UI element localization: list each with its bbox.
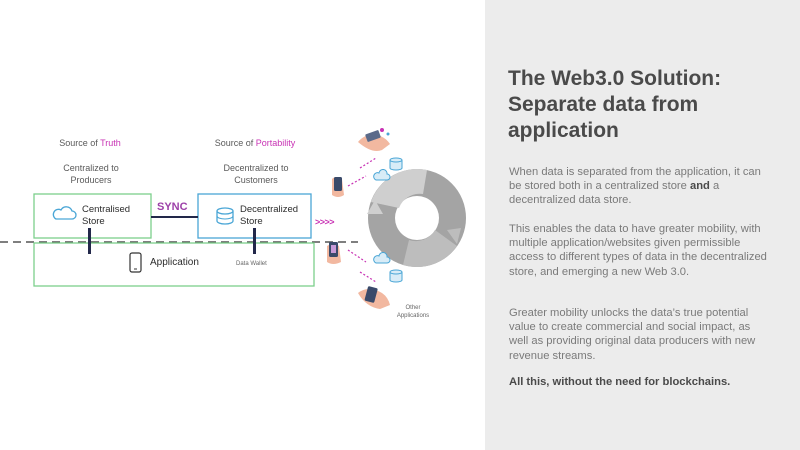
data-wallet-label: Data Wallet xyxy=(236,261,267,267)
portability-subtitle: Decentralized to Customers xyxy=(223,163,289,185)
decentral-connector xyxy=(253,228,256,254)
hand-phone-icon xyxy=(327,242,341,264)
centralised-store-label: Centralised Store xyxy=(82,204,131,227)
portability-highlight: Portability xyxy=(255,138,296,148)
other-applications-label: Other Applications xyxy=(396,305,430,319)
truth-prefix: Source of xyxy=(59,138,101,148)
cloud-icon xyxy=(373,169,391,181)
portability-prefix: Source of xyxy=(214,138,256,148)
database-icon xyxy=(216,207,234,225)
cloud-icon xyxy=(52,206,77,220)
phone-icon xyxy=(129,252,142,273)
paragraph-4: All this, without the need for blockchai… xyxy=(509,376,731,388)
dotted-arrows xyxy=(347,157,377,283)
truth-subtitle: Centralized to Producers xyxy=(63,163,119,185)
paragraph-1-text: When data is separated from the applicat… xyxy=(509,166,761,193)
truth-heading: Source of Truth xyxy=(40,138,140,148)
truth-highlight: Truth xyxy=(100,138,121,148)
database-icon xyxy=(389,269,403,283)
paragraph-1: When data is separated from the applicat… xyxy=(509,165,769,208)
decentralized-store-label: Decentralized Store xyxy=(240,204,299,227)
paragraph-1-bold: and xyxy=(689,180,710,193)
paragraph-1-text-end: a decentralized data store. xyxy=(509,180,720,207)
chevron-arrows-icon: >>>> xyxy=(315,217,335,227)
diagram-graphics xyxy=(0,128,466,309)
application-label: Application xyxy=(150,257,199,268)
cycle-arrows-icon xyxy=(367,169,466,267)
slide-title: The Web3.0 Solution: Separate data from … xyxy=(508,67,722,142)
cloud-icon xyxy=(373,252,391,264)
hand-phone-icon xyxy=(358,128,390,151)
right-panel xyxy=(485,0,800,450)
paragraph-2: This enables the data to have greater mo… xyxy=(509,223,767,278)
hand-phone-icon xyxy=(332,177,344,197)
central-connector xyxy=(88,228,91,254)
portability-heading: Source of Portability xyxy=(200,138,310,148)
hand-phone-icon xyxy=(358,286,390,309)
application-box xyxy=(33,242,315,287)
paragraph-3: Greater mobility unlocks the data’s true… xyxy=(509,307,756,362)
database-icon xyxy=(389,157,403,171)
sync-label: SYNC xyxy=(157,201,188,213)
